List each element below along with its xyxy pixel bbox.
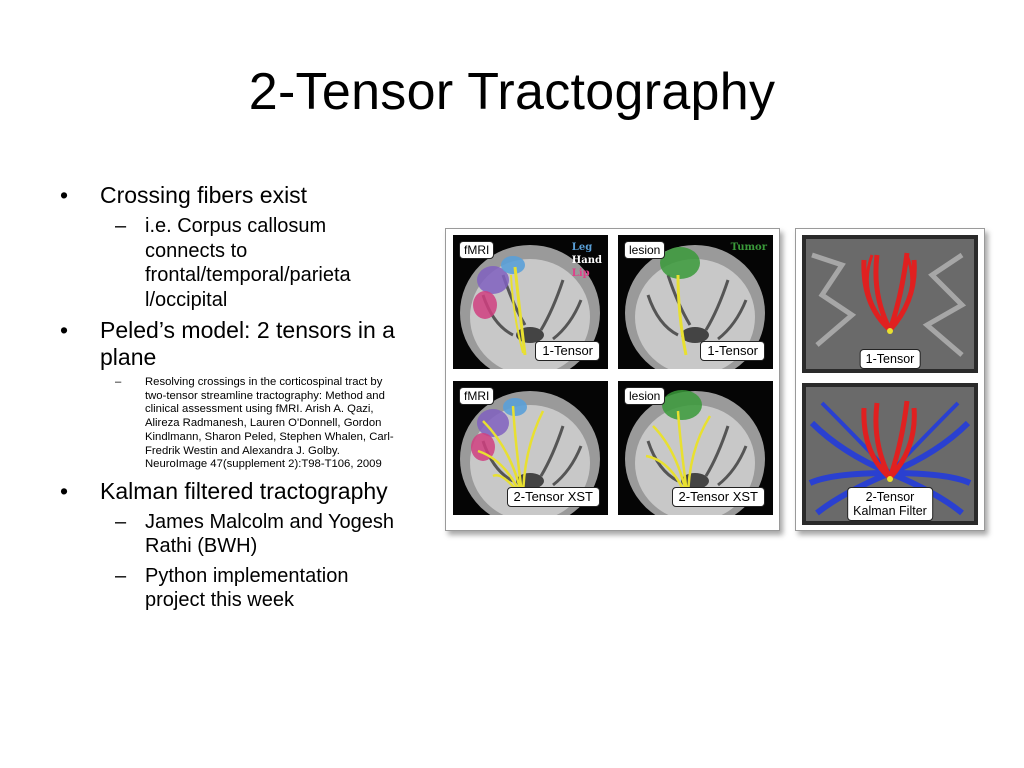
tile-caption-line: Kalman Filter (853, 504, 927, 518)
tile-caption: 2-Tensor XST (671, 487, 765, 507)
tract-tile-kalman: 2-Tensor Kalman Filter (802, 383, 978, 525)
figure-panel-fmri-lesion: fMRI Leg Hand Lip 1-Tensor lesion Tumor … (445, 228, 780, 531)
legend-leg: Leg (571, 242, 593, 253)
tile-legend: Leg Hand Lip (572, 241, 602, 280)
sub-bullet-item: i.e. Corpus callosum connects to frontal… (60, 214, 405, 312)
tile-corner-label: fMRI (459, 387, 495, 405)
bullet-item: Crossing fibers exist (60, 182, 410, 209)
legend-lip: Lip (571, 268, 590, 279)
tile-corner-label: fMRI (459, 241, 495, 259)
legend-tumor: Tumor (730, 242, 767, 253)
tile-caption: 1-Tensor (700, 341, 765, 361)
sub-bullet-item: James Malcolm and Yogesh Rathi (BWH) (60, 510, 410, 559)
mri-tile-lesion-1-tensor: lesion Tumor 1-Tensor (618, 235, 773, 369)
bullet-list: Crossing fibers exist i.e. Corpus callos… (60, 182, 410, 618)
tile-caption: 2-Tensor XST (506, 487, 600, 507)
sub-bullet-item: Python implementation project this week (60, 564, 410, 613)
tile-caption: 1-Tensor (859, 349, 921, 369)
tile-caption-line: 2-Tensor (865, 490, 915, 504)
tile-corner-label: lesion (624, 387, 666, 405)
tile-legend: Tumor (731, 241, 767, 254)
bullet-item: Peled’s model: 2 tensors in a plane (60, 317, 410, 371)
tile-caption: 1-Tensor (535, 341, 600, 361)
bullet-item: Kalman filtered tractography (60, 478, 410, 505)
mri-tile-fmri-1-tensor: fMRI Leg Hand Lip 1-Tensor (453, 235, 608, 369)
mri-tile-fmri-2-tensor: fMRI 2-Tensor XST (453, 381, 608, 515)
citation-item: Resolving crossings in the corticospinal… (60, 376, 400, 472)
figure-panel-kalman: 1-Tensor 2-Tensor Kalman Filter (795, 228, 985, 531)
slide-title: 2-Tensor Tractography (248, 63, 776, 121)
tract-tile-1-tensor: 1-Tensor (802, 235, 978, 373)
mri-tile-lesion-2-tensor: lesion 2-Tensor XST (618, 381, 773, 515)
tile-corner-label: lesion (624, 241, 666, 259)
tile-caption: 2-Tensor Kalman Filter (847, 487, 933, 521)
legend-hand: Hand (571, 255, 602, 266)
